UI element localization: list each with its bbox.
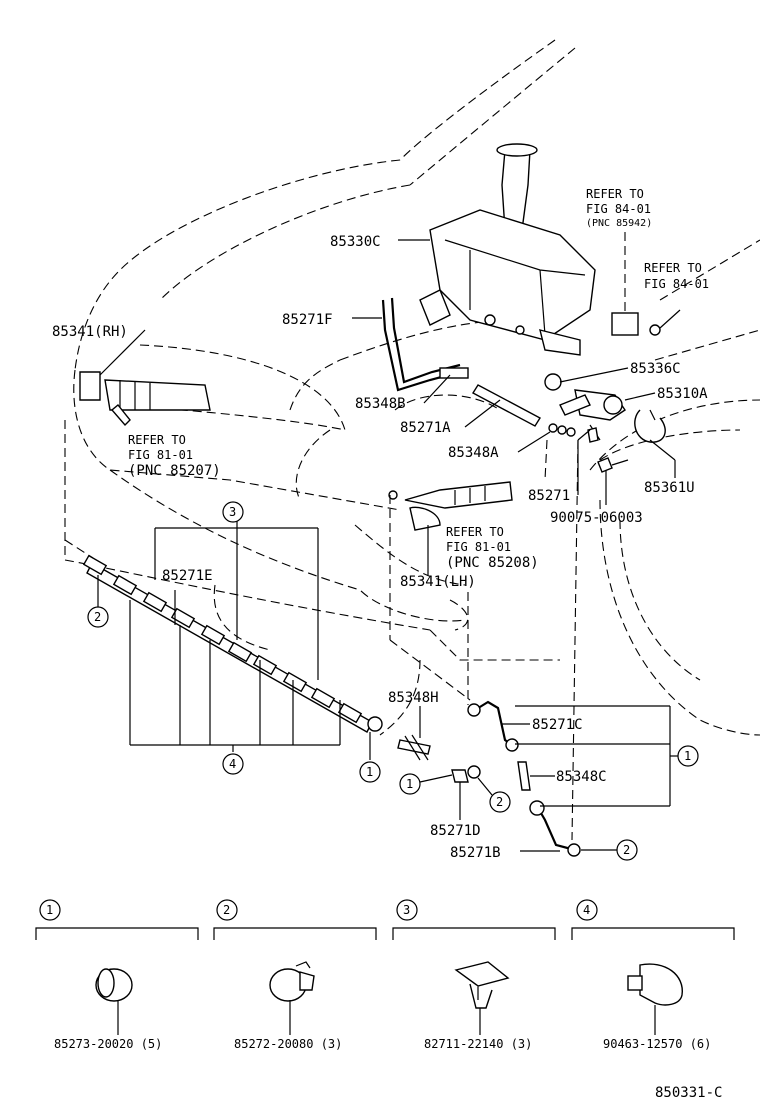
- ref1-line2: FIG 84-01: [586, 202, 651, 216]
- legend-1-part: 85273-20020 (5): [54, 1037, 162, 1051]
- callout-2-left: 2: [94, 610, 101, 624]
- leader-lines: [99, 239, 676, 852]
- callout-2-mid: 2: [496, 795, 503, 809]
- dashed-connectors: [64, 439, 579, 841]
- nozzle-lh: [388, 481, 513, 531]
- legend-2-part: 85272-20080 (3): [234, 1037, 342, 1051]
- hose-85271E: [82, 554, 383, 733]
- washer-reservoir: [419, 143, 596, 356]
- ref1-line1: REFER TO: [586, 187, 644, 201]
- ref1-line3: (PNC 85942): [586, 218, 652, 229]
- label-90075: 90075-06003: [550, 510, 643, 526]
- legend-4-icon: [627, 963, 683, 1006]
- callout-brackets: [97, 520, 678, 807]
- label-85271D: 85271D: [430, 823, 481, 839]
- ref2-line2: FIG 84-01: [644, 277, 709, 291]
- hose-85271B: [537, 807, 576, 852]
- legend-4-num: 4: [583, 903, 590, 917]
- vehicle-body-outline: [64, 39, 760, 736]
- callout-4: 4: [229, 757, 236, 771]
- hose-85271A: [472, 384, 541, 427]
- callout-3: 3: [229, 505, 236, 519]
- reference-notes: REFER TO FIG 84-01 (PNC 85942) REFER TO …: [128, 187, 709, 571]
- part-85271D: [451, 765, 481, 783]
- legend: 1 85273-20020 (5) 2 85272-20080 (3) 3 82…: [35, 899, 735, 1051]
- legend-1-num: 1: [46, 903, 53, 917]
- label-85348A: 85348A: [448, 445, 499, 461]
- label-85271: 85271: [528, 488, 570, 504]
- connector-85348C: [517, 761, 531, 791]
- callout-1-hose: 1: [366, 765, 373, 779]
- part-number-labels: 85330C 85271F 85341(RH) 85348B 85271A 85…: [52, 234, 708, 861]
- connector-85348B: [439, 367, 469, 379]
- washer-pump: [544, 373, 626, 443]
- callout-2-right: 2: [623, 843, 630, 857]
- label-85348H: 85348H: [388, 690, 439, 706]
- callouts: 3 2 4 1 1 1 2 2: [87, 501, 699, 861]
- reference-part-84-01: [611, 232, 681, 336]
- label-85348C: 85348C: [556, 769, 607, 785]
- callout-1-right: 1: [684, 749, 691, 763]
- figure-id: 850331-C: [655, 1085, 722, 1101]
- connector-85348A: [548, 423, 576, 437]
- label-85336C: 85336C: [630, 361, 681, 377]
- ref3-line3: (PNC 85207): [128, 463, 221, 479]
- label-85341LH: 85341(LH): [400, 574, 476, 590]
- legend-3-num: 3: [403, 903, 410, 917]
- label-85341RH: 85341(RH): [52, 324, 128, 340]
- callout-1-lower: 1: [406, 777, 413, 791]
- label-85348B: 85348B: [355, 396, 406, 412]
- ref4-line2: FIG 81-01: [446, 540, 511, 554]
- connector-85348H: [397, 734, 431, 761]
- ref2-line1: REFER TO: [644, 261, 702, 275]
- label-85330C: 85330C: [330, 234, 381, 250]
- nozzle-rh: [79, 371, 211, 427]
- ref4-line3: (PNC 85208): [446, 555, 539, 571]
- legend-3-part: 82711-22140 (3): [424, 1037, 532, 1051]
- label-85271B: 85271B: [450, 845, 501, 861]
- clamp-85361U: [634, 409, 666, 443]
- ref3-line2: FIG 81-01: [128, 448, 193, 462]
- legend-1-icon: [95, 968, 133, 1002]
- label-85271F: 85271F: [282, 312, 333, 328]
- legend-4-part: 90463-12570 (6): [603, 1037, 711, 1051]
- legend-2-icon: [269, 961, 315, 1002]
- ref3-line1: REFER TO: [128, 433, 186, 447]
- label-85271A: 85271A: [400, 420, 451, 436]
- legend-2-num: 2: [223, 903, 230, 917]
- bolt-90075: [597, 457, 629, 473]
- ref4-line1: REFER TO: [446, 525, 504, 539]
- label-85271C: 85271C: [532, 717, 583, 733]
- legend-3-icon: [454, 961, 510, 1009]
- label-85310A: 85310A: [657, 386, 708, 402]
- label-85361U: 85361U: [644, 480, 695, 496]
- label-85271E: 85271E: [162, 568, 213, 584]
